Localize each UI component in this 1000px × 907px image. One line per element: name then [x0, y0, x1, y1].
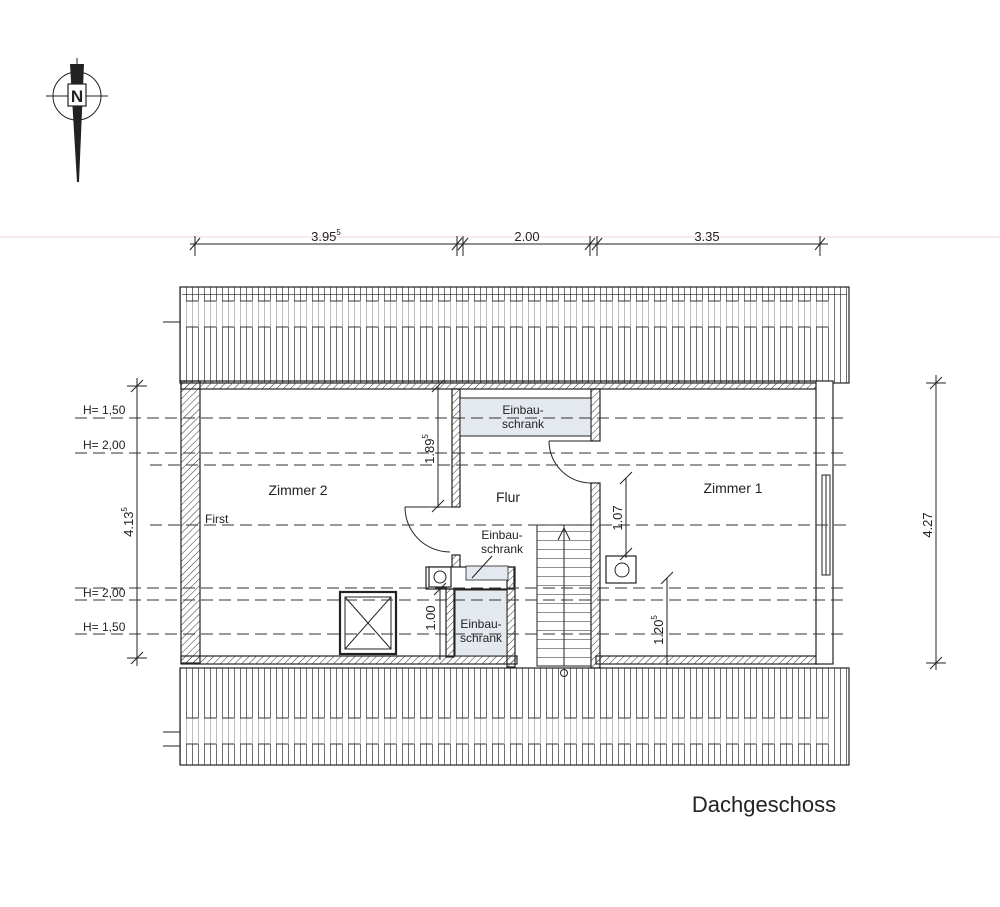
- svg-text:1.07: 1.07: [610, 505, 625, 530]
- svg-text:schrank: schrank: [502, 417, 545, 431]
- svg-text:Einbau-: Einbau-: [460, 617, 501, 631]
- chimney-right: [605, 555, 637, 584]
- dim-top-2: 2.00: [514, 229, 539, 244]
- drawing-title: Dachgeschoss: [692, 792, 836, 817]
- door-zimmer2: [404, 506, 452, 553]
- roof-top: [163, 286, 850, 384]
- north-arrow-icon: N: [46, 58, 108, 182]
- svg-text:4.135: 4.135: [120, 507, 136, 537]
- closet-top: Einbau- schrank: [459, 397, 592, 437]
- flur-right-dimension: 1.07: [610, 471, 633, 561]
- right-dimension: 4.27: [920, 375, 946, 670]
- height-label-200-top: H= 2,00: [83, 438, 126, 452]
- closet-bottom: Einbau- schrank: [454, 589, 508, 657]
- svg-text:4.27: 4.27: [920, 512, 935, 537]
- left-dimension: 4.135: [120, 378, 147, 666]
- door-zimmer1: [548, 440, 592, 484]
- staircase: [536, 524, 592, 677]
- top-dimension-chain: 3.955 2.00 3.35: [189, 228, 828, 256]
- height-lines: [75, 417, 848, 635]
- closet-depth-dimension: 1.895: [421, 379, 445, 513]
- svg-text:Einbau-: Einbau-: [481, 528, 522, 542]
- lower-left-dimension: 1.00: [423, 582, 447, 660]
- lower-right-dimension: 1.205: [650, 571, 674, 665]
- room-label-flur: Flur: [496, 489, 520, 505]
- dim-top-1: 3.955: [311, 228, 341, 244]
- svg-text:1.895: 1.895: [421, 434, 437, 464]
- north-label: N: [71, 87, 83, 106]
- svg-text:1.00: 1.00: [423, 605, 438, 630]
- chimney-left: [428, 566, 452, 588]
- svg-text:schrank: schrank: [481, 542, 524, 556]
- svg-text:1.205: 1.205: [650, 615, 666, 645]
- room-label-zimmer2: Zimmer 2: [268, 482, 327, 498]
- ridge-label: First: [205, 512, 229, 526]
- roof-bottom: [163, 667, 850, 766]
- closet-middle: Einbau- schrank: [465, 528, 524, 581]
- svg-text:Einbau-: Einbau-: [502, 403, 543, 417]
- height-label-150-top: H= 1,50: [83, 403, 126, 417]
- svg-text:schrank: schrank: [460, 631, 503, 645]
- dim-top-3: 3.35: [694, 229, 719, 244]
- height-label-150-bottom: H= 1,50: [83, 620, 126, 634]
- height-label-200-bottom: H= 2,00: [83, 586, 126, 600]
- room-label-zimmer1: Zimmer 1: [703, 480, 762, 496]
- skylight: [338, 590, 398, 656]
